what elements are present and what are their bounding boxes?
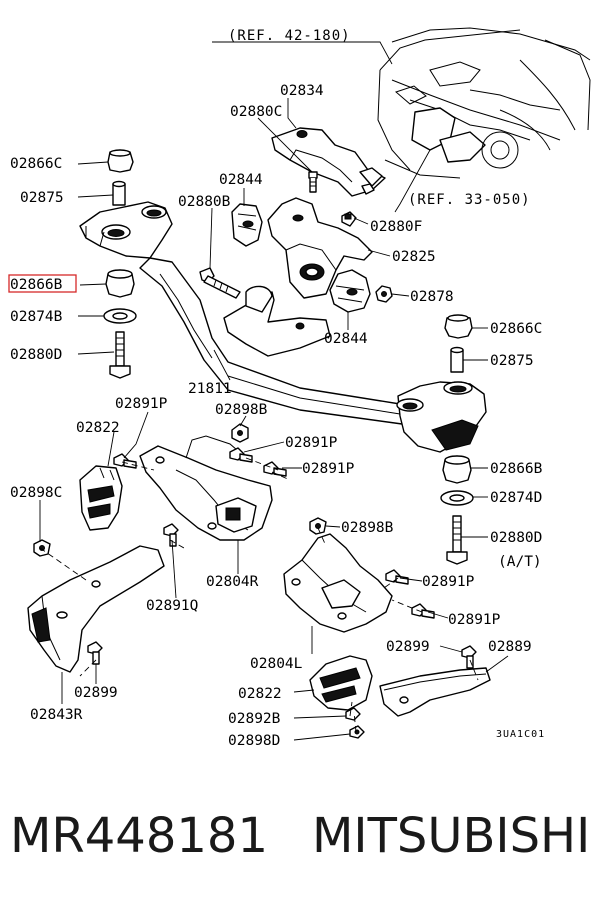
label-02898B-a: 02898B [215, 402, 268, 418]
label-02874D: 02874D [490, 490, 542, 506]
nut-02878 [375, 285, 393, 303]
label-02825: 02825 [392, 249, 436, 265]
diagram-code: 3UA1C01 [496, 729, 545, 740]
label-02891P-b: 02891P [285, 435, 338, 451]
label-02866B-left: 02866B [10, 277, 63, 293]
label-02866B-right: 02866B [490, 461, 543, 477]
label-02891P-c: 02891P [302, 461, 355, 477]
label-02880D-right: 02880D [490, 530, 542, 546]
bolt-02880F-b [361, 183, 375, 195]
insulator-02866C-left [107, 149, 134, 173]
nut-02898D [349, 725, 365, 739]
label-21811: 21811 [188, 381, 232, 397]
label-02880C: 02880C [230, 104, 282, 120]
label-02891P-a: 02891P [115, 396, 168, 412]
label-02834: 02834 [280, 83, 324, 99]
nut-02898C [33, 539, 51, 557]
label-02880B: 02880B [178, 194, 231, 210]
leader-lines [39, 98, 509, 741]
bolt-02899-a [87, 641, 103, 665]
washer-02874D [440, 490, 474, 506]
label-02866C-right: 02866C [490, 321, 542, 337]
label-02889: 02889 [488, 639, 532, 655]
bolt-02891P-a [113, 453, 137, 469]
insulator-02866C-right [444, 314, 473, 339]
label-02899-b: 02899 [74, 685, 118, 701]
bolt-02891P-d [385, 569, 409, 585]
label-02844-mid: 02844 [324, 331, 368, 347]
washer-02874B [103, 308, 137, 324]
label-02843R: 02843R [30, 707, 83, 723]
label-02880D-left: 02880D [10, 347, 62, 363]
insulator-02822-right [309, 655, 373, 711]
label-02891P-d: 02891P [422, 574, 475, 590]
insulator-02844-mid [329, 269, 371, 313]
insulator-02866B-left [105, 269, 135, 298]
bolt-02880B [199, 267, 241, 299]
label-02898C: 02898C [10, 485, 62, 501]
highlight-box-02866B [8, 274, 77, 293]
label-02892B: 02892B [228, 711, 281, 727]
bracket-02889 [379, 667, 491, 717]
bolt-02880F [341, 211, 357, 227]
label-02844-top: 02844 [219, 172, 263, 188]
bolt-02891Q [163, 523, 179, 547]
nut-02898B-a [231, 423, 249, 443]
bolt-02880D-left [109, 331, 131, 379]
nut-02898B-b [309, 517, 327, 535]
label-02898B-b: 02898B [341, 520, 394, 536]
bolt-02880D-right [446, 515, 468, 565]
label-at: (A/T) [498, 554, 542, 570]
label-02875-left: 02875 [20, 190, 64, 206]
label-02880F: 02880F [370, 219, 422, 235]
bolt-02891P-b [229, 447, 253, 463]
label-02898D: 02898D [228, 733, 280, 749]
ref-label-33-050: (REF. 33-050) [408, 192, 531, 208]
label-02866C-left: 02866C [10, 156, 62, 172]
label-02804R: 02804R [206, 574, 259, 590]
bolt-02891P-e [411, 603, 435, 619]
label-02822-b: 02822 [238, 686, 282, 702]
label-02804L: 02804L [250, 656, 303, 672]
nut-02892B [345, 707, 361, 721]
mount-bracket-02825 [267, 197, 373, 299]
insulator-02866B-right [442, 455, 472, 484]
label-02874B: 02874B [10, 309, 63, 325]
label-02891P-e: 02891P [448, 612, 501, 628]
insulator-02822-left [79, 465, 123, 531]
bolt-02899-b [461, 645, 477, 669]
vehicle-body-reference [212, 27, 591, 213]
footer: MR448181 MITSUBISHI [10, 808, 600, 878]
bolt-02880C [308, 171, 318, 193]
collar-02875-left [112, 180, 126, 206]
brand-name: MITSUBISHI [312, 808, 591, 864]
insulator-02844-top [231, 203, 263, 247]
crossmember-21811 [79, 201, 487, 453]
upper-bracket-02834 [271, 127, 386, 197]
dash-lines-lower-right [317, 527, 479, 733]
label-02891Q: 02891Q [146, 598, 198, 614]
part-number: MR448181 [10, 808, 268, 864]
label-02899-a: 02899 [386, 639, 430, 655]
collar-02875-right [450, 346, 464, 373]
label-02875-right: 02875 [490, 353, 534, 369]
label-02878: 02878 [410, 289, 454, 305]
bracket-02804R [139, 435, 273, 541]
ref-label-42-180: (REF. 42-180) [228, 28, 351, 44]
bracket-02804L [283, 533, 393, 633]
label-02822-a: 02822 [76, 420, 120, 436]
bracket-02843R [27, 545, 165, 673]
